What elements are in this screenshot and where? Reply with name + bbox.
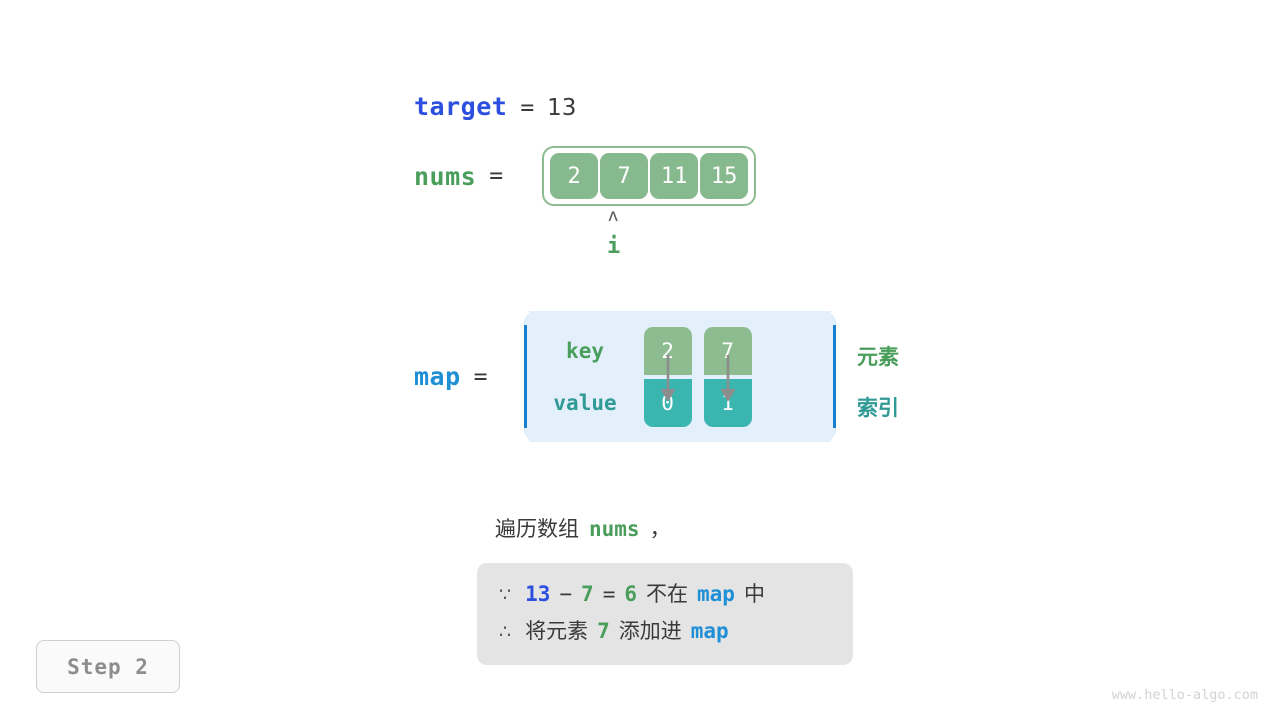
map-key-row: key 2 7	[527, 325, 833, 377]
map-row: map = key 2 7 value 0 1	[414, 311, 836, 442]
formula-box: ∵ 13 − 7 = 6 不在 map 中 ∴ 将元素 7 添加进 map	[477, 563, 853, 665]
map-value-cell: 1	[703, 379, 752, 427]
step-badge: Step 2	[36, 640, 180, 693]
array-cell: 11	[650, 153, 699, 199]
map-variable-label: map	[414, 362, 461, 391]
formula-keyword-map: map	[690, 619, 729, 643]
nums-equals-sign: =	[489, 163, 504, 189]
formula-added-value: 7	[597, 619, 610, 643]
map-container: key 2 7 value 0 1	[523, 311, 836, 442]
map-value-label: value	[553, 391, 617, 415]
formula-text-add-element: 将元素	[525, 619, 589, 643]
therefore-symbol: ∴	[499, 621, 512, 643]
array-cell: 15	[700, 153, 749, 199]
formula-result: 6	[624, 582, 638, 606]
formula-keyword-map: map	[697, 582, 735, 606]
map-key-cell: 2	[643, 327, 692, 375]
side-label-index: 索引	[857, 396, 899, 420]
nums-row: nums = 2 7 11 15	[414, 146, 757, 206]
target-value: 13	[547, 95, 577, 121]
target-equals-sign: =	[520, 95, 535, 121]
formula-text-in-suffix: 中	[743, 582, 765, 606]
pointer-label-i: i	[607, 234, 621, 259]
formula-line-1: ∵ 13 − 7 = 6 不在 map 中	[477, 576, 853, 613]
caption-prefix: 遍历数组	[495, 517, 579, 541]
map-equals-sign: =	[473, 363, 488, 390]
formula-minus-op: −	[559, 582, 573, 606]
formula-line-2: ∴ 将元素 7 添加进 map	[477, 613, 853, 650]
map-value-row: value 0 1	[527, 377, 833, 429]
nums-variable-label: nums	[414, 161, 477, 191]
array-cell: 2	[550, 153, 599, 199]
nums-array-container: 2 7 11 15	[542, 146, 757, 206]
target-variable-label: target	[414, 92, 508, 121]
formula-text-add-into: 添加进	[618, 619, 682, 643]
map-key-label: key	[566, 339, 604, 363]
target-row: target = 13	[0, 92, 1280, 121]
map-key-cell: 7	[703, 327, 752, 375]
because-symbol: ∵	[499, 584, 512, 606]
caption-line: 遍历数组 nums ，	[495, 513, 671, 543]
map-value-cell: 0	[643, 379, 692, 427]
formula-operand-target: 13	[525, 582, 551, 606]
array-cell: 7	[600, 153, 649, 199]
caret-up-icon: ʌ	[608, 206, 619, 226]
caption-suffix: ，	[649, 517, 671, 541]
formula-equals-op: =	[602, 582, 616, 606]
formula-operand-current: 7	[581, 582, 594, 606]
side-label-element: 元素	[857, 345, 899, 369]
watermark: www.hello-algo.com	[1111, 687, 1258, 703]
caption-keyword-nums: nums	[589, 517, 640, 541]
formula-text-not-in: 不在	[646, 582, 689, 606]
